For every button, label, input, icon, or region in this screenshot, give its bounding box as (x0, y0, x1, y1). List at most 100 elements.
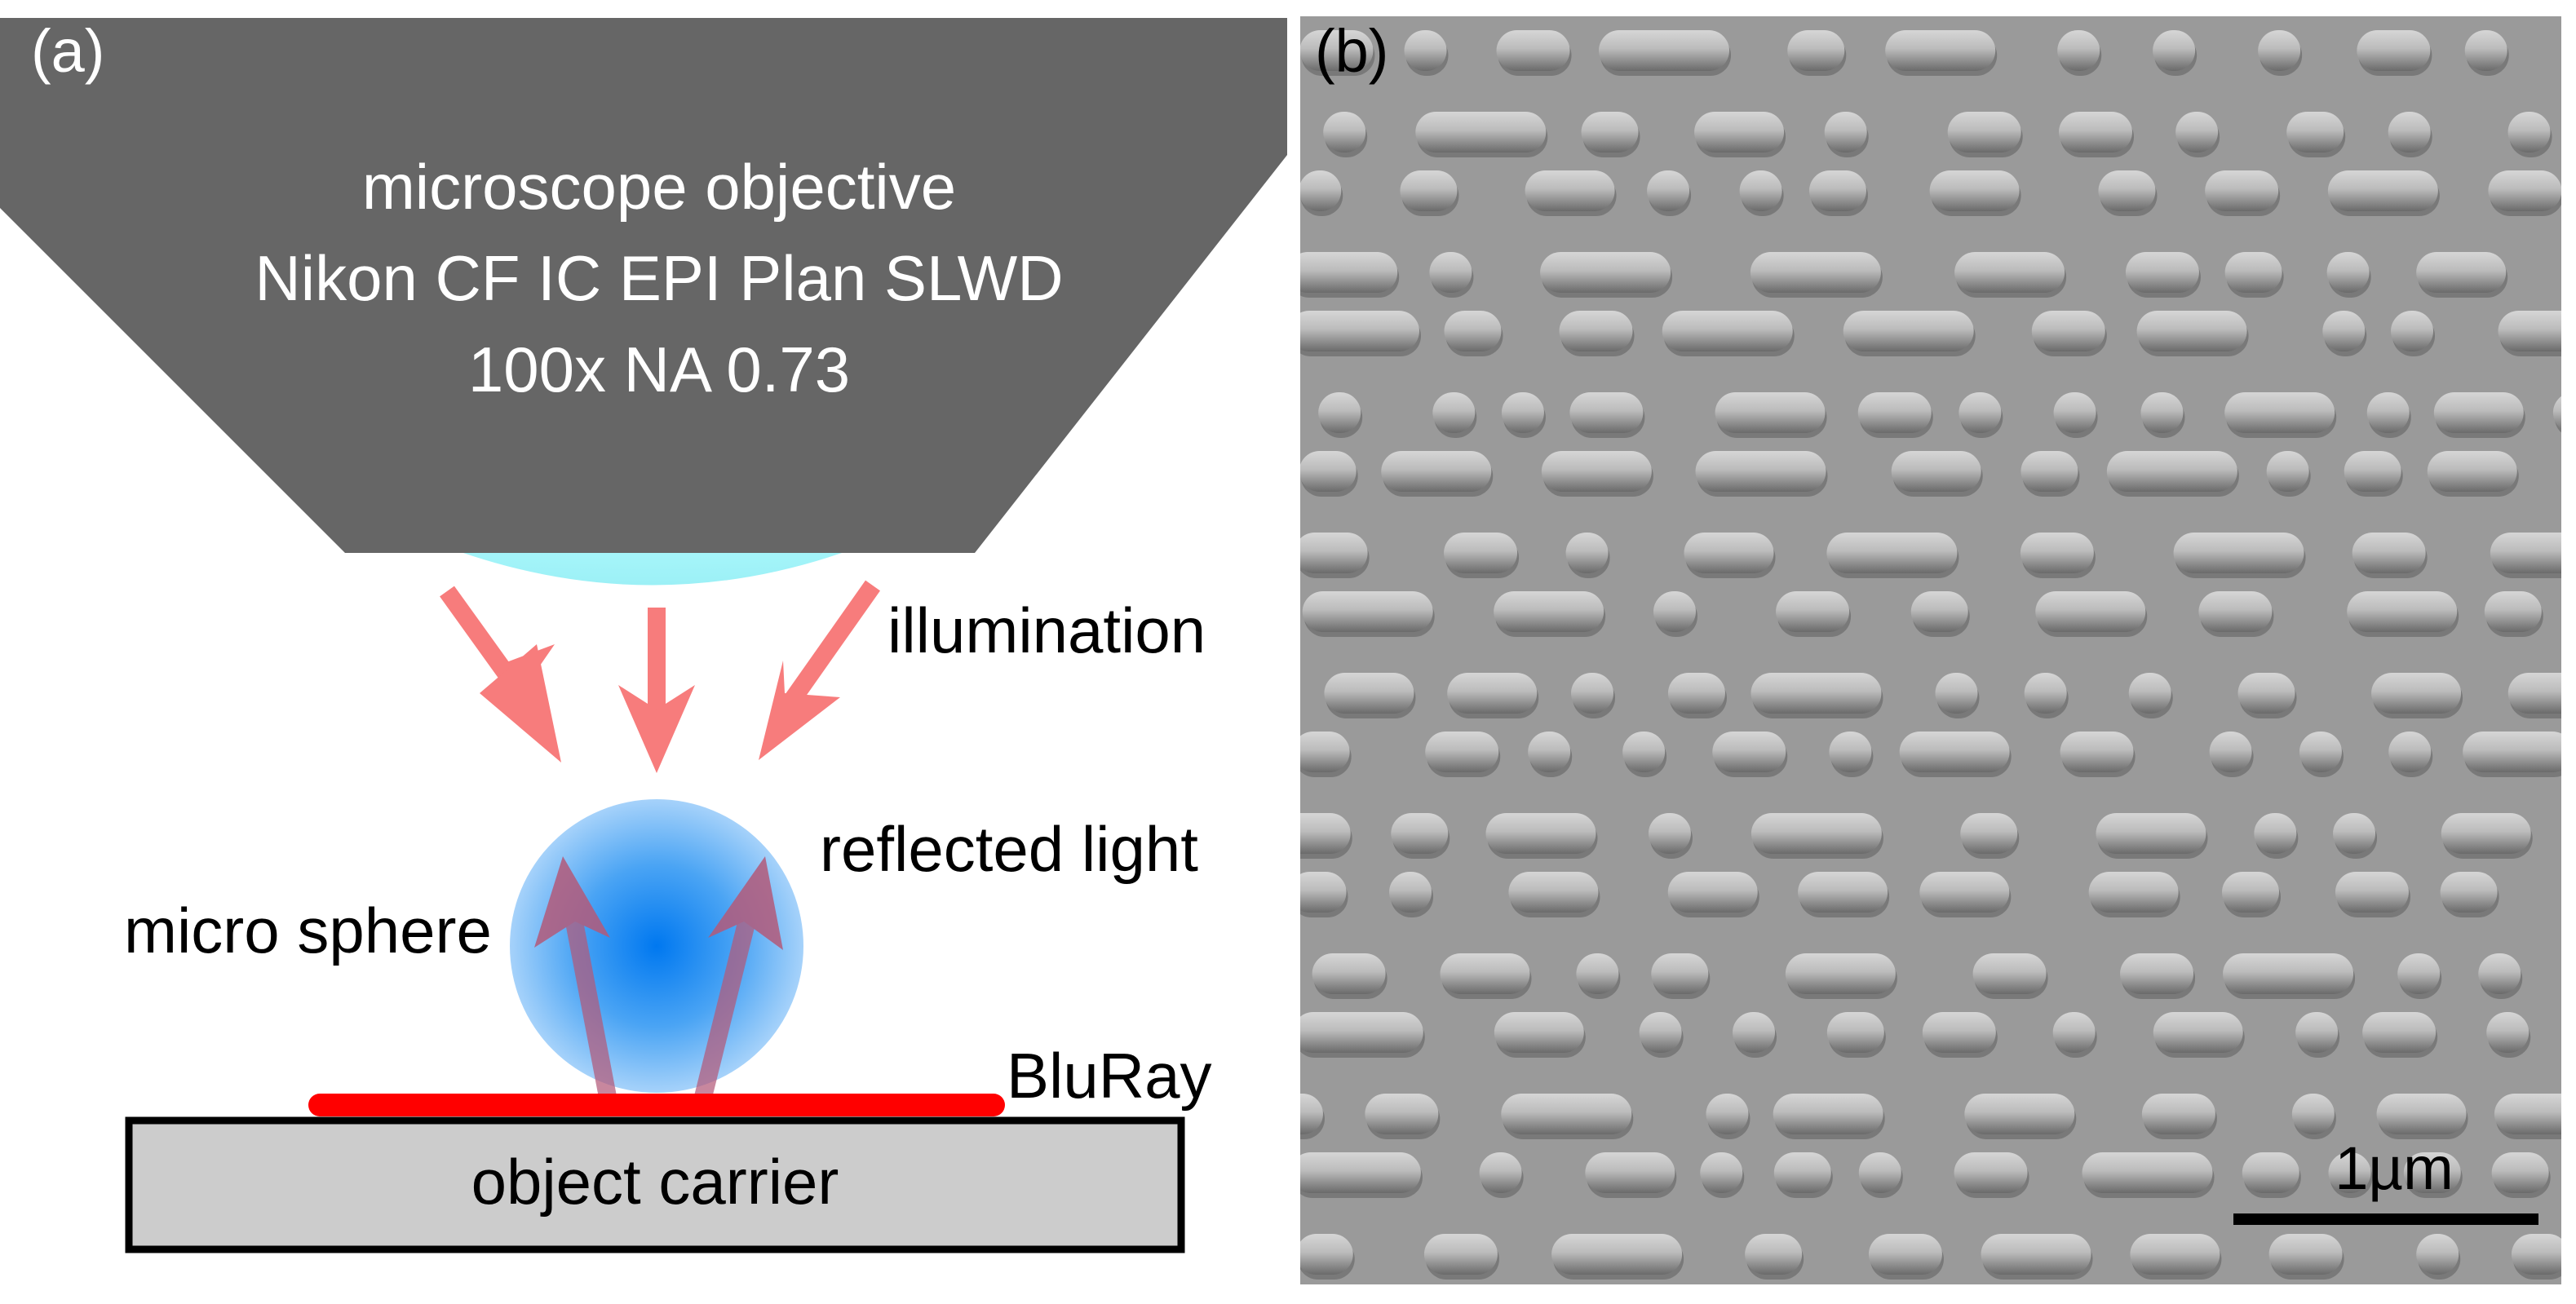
pit (1300, 533, 1368, 573)
panel-b: (b) 1µm (1300, 16, 2561, 1284)
scale-bar-label: 1µm (2335, 1134, 2453, 1202)
pit (2053, 392, 2096, 433)
pit (1712, 732, 1786, 772)
pit (1960, 813, 2018, 854)
illumination-arrow-left (440, 586, 561, 763)
bluray-label: BluRay (1007, 1040, 1211, 1112)
pit (1576, 953, 1619, 994)
pit (2120, 953, 2194, 994)
pit (1423, 1234, 1498, 1275)
pit (1954, 252, 2065, 293)
pit (1525, 170, 1615, 211)
pit (1899, 732, 2010, 772)
pit (1808, 170, 1866, 211)
pit (1494, 591, 1604, 632)
pit (1824, 112, 1867, 153)
pit (2511, 1234, 2561, 1275)
pit (1300, 872, 1347, 913)
illumination-arrow-right (759, 580, 880, 760)
pit (1447, 673, 1538, 714)
pit (1695, 451, 1826, 492)
pit (1751, 673, 1882, 714)
pit (2484, 591, 2542, 632)
pit (1569, 392, 1644, 433)
pit (1571, 673, 1614, 714)
pit (1639, 1012, 1682, 1053)
pit (1947, 112, 2021, 153)
microscope-objective (0, 18, 1287, 553)
pit (2326, 252, 2370, 293)
pit (1935, 673, 1978, 714)
pit (2173, 533, 2304, 573)
pit (2498, 311, 2561, 351)
pit (1981, 1234, 2091, 1275)
pit (1773, 1094, 1883, 1134)
pit (2286, 112, 2344, 153)
pit (2096, 813, 2206, 854)
pit (1300, 813, 1351, 854)
illumination-arrow-center (618, 608, 695, 773)
pit (2464, 30, 2507, 71)
reflected-arrow-right (694, 856, 783, 1099)
pit (2347, 591, 2458, 632)
pit (2082, 1152, 2213, 1193)
pit (2427, 451, 2517, 492)
pit (1694, 112, 1785, 153)
pit (1312, 953, 1386, 994)
pit (1381, 451, 1492, 492)
pit (1479, 1152, 1522, 1193)
pit (1300, 252, 1398, 293)
pit (1857, 392, 1932, 433)
pit (2322, 311, 2366, 351)
pit (1651, 953, 1709, 994)
pit (2224, 252, 2282, 293)
pit (1440, 953, 1530, 994)
pit (2130, 1234, 2220, 1275)
pit (1300, 1012, 1423, 1053)
object-carrier-label: object carrier (471, 1146, 839, 1218)
panel-a-label: (a) (31, 17, 104, 85)
pit (2388, 732, 2432, 772)
pit (2224, 392, 2335, 433)
pit (1829, 732, 1872, 772)
pit (2416, 1234, 2459, 1275)
pit (1528, 732, 1571, 772)
pit (1300, 451, 1357, 492)
pit (2299, 732, 2342, 772)
pit (1581, 112, 1639, 153)
pit (2490, 533, 2561, 573)
pit (2060, 732, 2134, 772)
pit (2141, 1094, 2215, 1134)
pit (2478, 953, 2521, 994)
pit (2125, 252, 2199, 293)
pit (1300, 1094, 1323, 1134)
pit (1389, 872, 1432, 913)
pit (1922, 1012, 1996, 1053)
pit (2362, 1012, 2437, 1053)
pit (2333, 813, 2376, 854)
pit (2440, 872, 2498, 913)
pit (2357, 30, 2431, 71)
pit (1910, 591, 1968, 632)
pit (2153, 30, 2196, 71)
pit (1959, 392, 2002, 433)
pit (2397, 953, 2441, 994)
pit (1653, 591, 1696, 632)
object-carrier (125, 1116, 1185, 1253)
pit (2328, 1152, 2371, 1193)
pit (1444, 533, 1518, 573)
panel-b-label: (b) (1315, 17, 1388, 85)
objective-line-3: 100x NA 0.73 (468, 334, 850, 405)
pit (1501, 1094, 1632, 1134)
pit (2491, 1152, 2549, 1193)
pit (1785, 953, 1896, 994)
pit (2488, 170, 2561, 211)
pit (2140, 392, 2184, 433)
pit (1929, 170, 2020, 211)
pit (1599, 30, 1730, 71)
pit (2463, 732, 2561, 772)
pit (1684, 533, 1774, 573)
pit (1891, 451, 1981, 492)
pit (2052, 1012, 2096, 1053)
pit (2209, 732, 2252, 772)
